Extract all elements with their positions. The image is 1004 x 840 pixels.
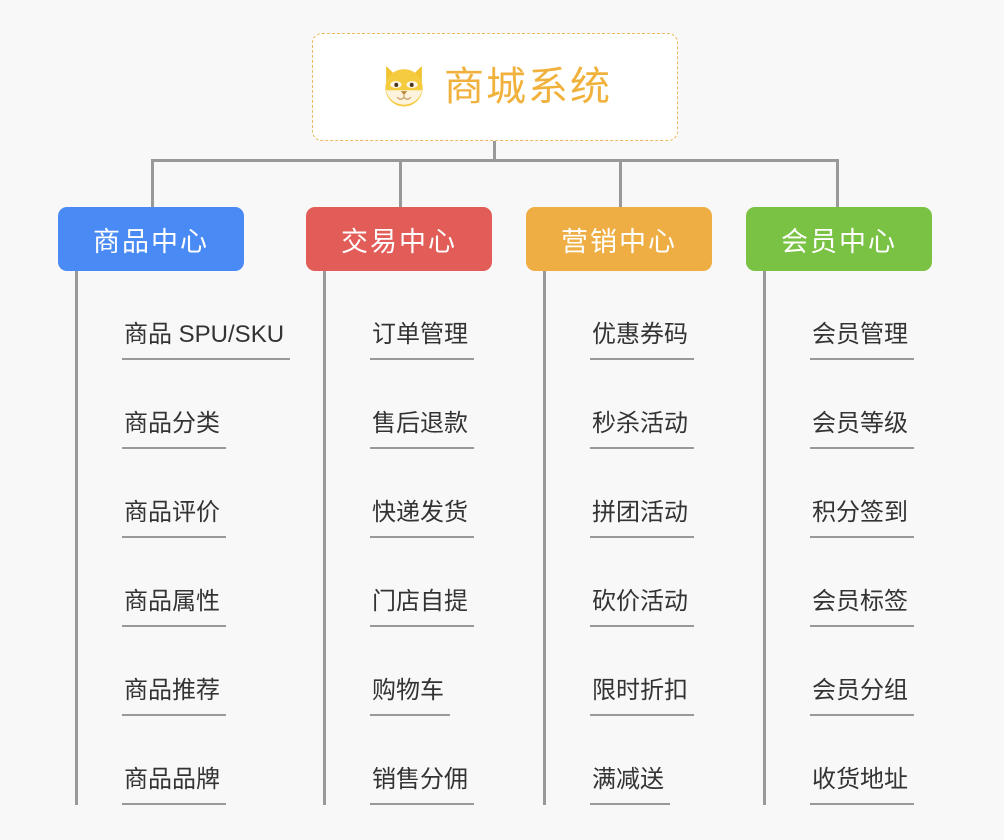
item-label: 满减送 — [590, 768, 670, 805]
root-node[interactable]: 商城系统 — [312, 33, 678, 141]
list-item[interactable]: 拼团活动 — [546, 449, 712, 538]
list-item[interactable]: 售后退款 — [326, 360, 492, 449]
list-item[interactable]: 商品属性 — [78, 538, 290, 627]
item-label: 优惠券码 — [590, 323, 694, 360]
connector-drop-3 — [619, 159, 622, 207]
item-label: 收货地址 — [810, 768, 914, 805]
branch-title: 商品中心 — [93, 226, 209, 257]
list-item[interactable]: 砍价活动 — [546, 538, 712, 627]
branch-title: 交易中心 — [341, 226, 457, 257]
branch-title: 会员中心 — [781, 226, 897, 257]
branch-items-product-center: 商品 SPU/SKU 商品分类 商品评价 商品属性 商品推荐 商品品牌 — [75, 271, 291, 805]
list-item[interactable]: 会员分组 — [766, 627, 932, 716]
item-label: 砍价活动 — [590, 590, 694, 627]
dog-face-icon — [385, 65, 423, 107]
item-label: 商品推荐 — [122, 679, 226, 716]
root-title: 商城系统 — [444, 65, 612, 109]
branch-header-member-center[interactable]: 会员中心 — [746, 207, 932, 271]
connector-root-stem — [493, 141, 496, 161]
item-label: 限时折扣 — [590, 679, 694, 716]
item-label: 购物车 — [370, 679, 450, 716]
list-item[interactable]: 积分签到 — [766, 449, 932, 538]
item-label: 商品评价 — [122, 501, 226, 538]
list-item[interactable]: 购物车 — [326, 627, 492, 716]
list-item[interactable]: 订单管理 — [326, 271, 492, 360]
item-label: 售后退款 — [370, 412, 474, 449]
item-label: 快递发货 — [370, 501, 474, 538]
branch-items-trade-center: 订单管理 售后退款 快递发货 门店自提 购物车 销售分佣 — [323, 271, 492, 805]
branch-title: 营销中心 — [561, 226, 677, 257]
list-item[interactable]: 会员管理 — [766, 271, 932, 360]
list-item[interactable]: 商品品牌 — [78, 716, 290, 805]
connector-drop-2 — [399, 159, 402, 207]
list-item[interactable]: 秒杀活动 — [546, 360, 712, 449]
item-label: 积分签到 — [810, 501, 914, 538]
item-label: 商品品牌 — [122, 768, 226, 805]
connector-drop-1 — [151, 159, 154, 207]
item-label: 秒杀活动 — [590, 412, 694, 449]
list-item[interactable]: 商品评价 — [78, 449, 290, 538]
list-item[interactable]: 快递发货 — [326, 449, 492, 538]
item-label: 拼团活动 — [590, 501, 694, 538]
branch-header-marketing-center[interactable]: 营销中心 — [526, 207, 712, 271]
branch-member-center: 会员中心 会员管理 会员等级 积分签到 会员标签 会员分组 收货地址 — [746, 207, 932, 805]
list-item[interactable]: 商品推荐 — [78, 627, 290, 716]
item-label: 会员等级 — [810, 412, 914, 449]
list-item[interactable]: 限时折扣 — [546, 627, 712, 716]
item-label: 门店自提 — [370, 590, 474, 627]
list-item[interactable]: 满减送 — [546, 716, 712, 805]
connector-bus-bar — [151, 159, 839, 162]
list-item[interactable]: 会员等级 — [766, 360, 932, 449]
list-item[interactable]: 优惠券码 — [546, 271, 712, 360]
list-item[interactable]: 收货地址 — [766, 716, 932, 805]
branch-header-product-center[interactable]: 商品中心 — [58, 207, 244, 271]
item-label: 会员分组 — [810, 679, 914, 716]
list-item[interactable]: 商品 SPU/SKU — [78, 271, 291, 360]
list-item[interactable]: 商品分类 — [78, 360, 290, 449]
item-label: 会员标签 — [810, 590, 914, 627]
item-label: 商品属性 — [122, 590, 226, 627]
connector-drop-4 — [836, 159, 839, 207]
branch-items-marketing-center: 优惠券码 秒杀活动 拼团活动 砍价活动 限时折扣 满减送 — [543, 271, 712, 805]
branch-marketing-center: 营销中心 优惠券码 秒杀活动 拼团活动 砍价活动 限时折扣 满减送 — [526, 207, 712, 805]
item-label: 订单管理 — [370, 323, 474, 360]
branch-header-trade-center[interactable]: 交易中心 — [306, 207, 492, 271]
item-label: 会员管理 — [810, 323, 914, 360]
list-item[interactable]: 门店自提 — [326, 538, 492, 627]
item-label: 商品分类 — [122, 412, 226, 449]
branch-items-member-center: 会员管理 会员等级 积分签到 会员标签 会员分组 收货地址 — [763, 271, 932, 805]
branch-product-center: 商品中心 商品 SPU/SKU 商品分类 商品评价 商品属性 商品推荐 商品品牌 — [58, 207, 291, 805]
list-item[interactable]: 会员标签 — [766, 538, 932, 627]
list-item[interactable]: 销售分佣 — [326, 716, 492, 805]
item-label: 销售分佣 — [370, 768, 474, 805]
item-label: 商品 SPU/SKU — [122, 323, 291, 360]
branch-trade-center: 交易中心 订单管理 售后退款 快递发货 门店自提 购物车 销售分佣 — [306, 207, 492, 805]
